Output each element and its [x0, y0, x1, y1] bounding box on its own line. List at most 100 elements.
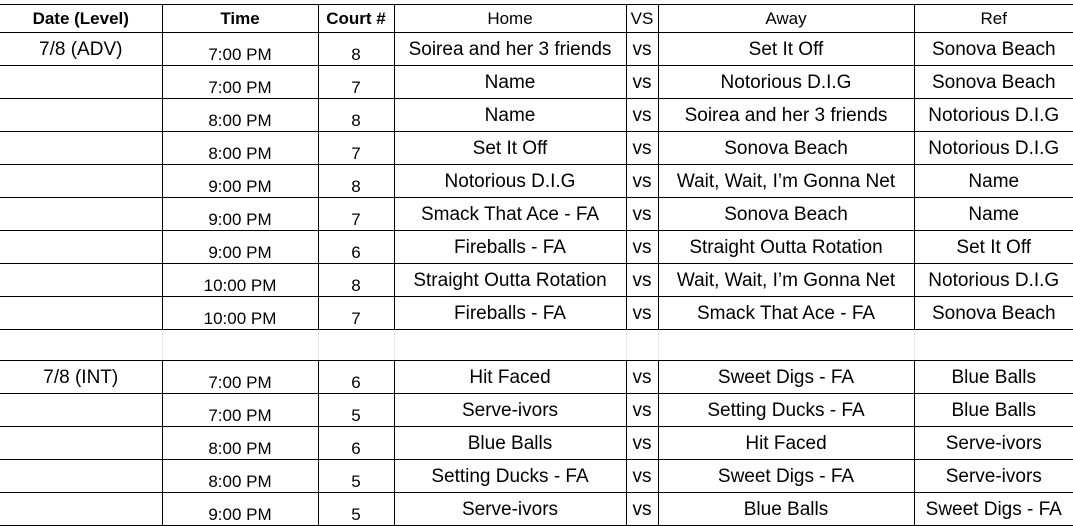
vs-cell: vs [626, 393, 659, 427]
time-cell: 9:00 PM [162, 197, 319, 231]
ref-team-cell: Name [914, 164, 1073, 198]
vs-cell: vs [626, 263, 659, 297]
court-cell: 7 [318, 296, 395, 330]
date-level-cell: 7/8 (INT) [0, 360, 163, 394]
time-cell: 8:00 PM [162, 131, 319, 165]
vs-cell: vs [626, 131, 659, 165]
home-team-cell: Name [394, 65, 627, 99]
header-vs: VS [626, 4, 659, 33]
date-level-cell [0, 393, 163, 427]
court-cell: 8 [318, 263, 395, 297]
court-cell: 6 [318, 360, 395, 394]
away-team-cell: Blue Balls [658, 492, 915, 526]
home-team-cell: Serve-ivors [394, 393, 627, 427]
date-level-cell [0, 98, 163, 132]
ref-team-cell: Notorious D.I.G [914, 131, 1073, 165]
vs-cell: vs [626, 426, 659, 460]
court-cell: 6 [318, 426, 395, 460]
spacer-cell [658, 329, 915, 361]
home-team-cell: Serve-ivors [394, 492, 627, 526]
spacer-cell [914, 329, 1073, 361]
away-team-cell: Hit Faced [658, 426, 915, 460]
date-level-cell [0, 492, 163, 526]
ref-team-cell: Serve-ivors [914, 459, 1073, 493]
header-row: Date (Level) Time Court # Home VS Away R… [0, 4, 1073, 33]
ref-team-cell: Name [914, 197, 1073, 231]
ref-team-cell: Sonova Beach [914, 296, 1073, 330]
section-spacer-row [0, 329, 1073, 361]
home-team-cell: Hit Faced [394, 360, 627, 394]
court-cell: 5 [318, 459, 395, 493]
home-team-cell: Set It Off [394, 131, 627, 165]
date-level-cell [0, 296, 163, 330]
away-team-cell: Wait, Wait, I’m Gonna Net [658, 263, 915, 297]
vs-cell: vs [626, 32, 659, 66]
spacer-cell [0, 329, 163, 361]
home-team-cell: Fireballs - FA [394, 296, 627, 330]
court-cell: 7 [318, 197, 395, 231]
ref-team-cell: Notorious D.I.G [914, 98, 1073, 132]
spacer-cell [318, 329, 395, 361]
time-cell: 7:00 PM [162, 360, 319, 394]
ref-team-cell: Notorious D.I.G [914, 263, 1073, 297]
home-team-cell: Blue Balls [394, 426, 627, 460]
home-team-cell: Straight Outta Rotation [394, 263, 627, 297]
header-date: Date (Level) [0, 4, 163, 33]
header-time: Time [162, 4, 319, 33]
date-level-cell [0, 426, 163, 460]
time-cell: 9:00 PM [162, 492, 319, 526]
date-level-cell [0, 131, 163, 165]
home-team-cell: Smack That Ace - FA [394, 197, 627, 231]
time-cell: 7:00 PM [162, 65, 319, 99]
home-team-cell: Name [394, 98, 627, 132]
away-team-cell: Sweet Digs - FA [658, 360, 915, 394]
header-away: Away [658, 4, 915, 33]
vs-cell: vs [626, 360, 659, 394]
time-cell: 9:00 PM [162, 230, 319, 264]
ref-team-cell: Blue Balls [914, 393, 1073, 427]
court-cell: 7 [318, 131, 395, 165]
away-team-cell: Sonova Beach [658, 197, 915, 231]
date-level-cell: 7/8 (ADV) [0, 32, 163, 66]
court-cell: 6 [318, 230, 395, 264]
spacer-cell [394, 329, 627, 361]
ref-team-cell: Sonova Beach [914, 65, 1073, 99]
time-cell: 7:00 PM [162, 393, 319, 427]
schedule-table: Date (Level) Time Court # Home VS Away R… [0, 4, 1073, 526]
date-level-cell [0, 164, 163, 198]
header-home: Home [394, 4, 627, 33]
court-cell: 8 [318, 32, 395, 66]
spacer-cell [626, 329, 659, 361]
away-team-cell: Sweet Digs - FA [658, 459, 915, 493]
time-cell: 9:00 PM [162, 164, 319, 198]
date-level-cell [0, 197, 163, 231]
time-cell: 8:00 PM [162, 426, 319, 460]
header-court: Court # [318, 4, 395, 33]
date-level-cell [0, 230, 163, 264]
home-team-cell: Setting Ducks - FA [394, 459, 627, 493]
date-level-cell [0, 459, 163, 493]
time-cell: 8:00 PM [162, 459, 319, 493]
spacer-cell [162, 329, 319, 361]
ref-team-cell: Blue Balls [914, 360, 1073, 394]
vs-cell: vs [626, 164, 659, 198]
ref-team-cell: Serve-ivors [914, 426, 1073, 460]
court-cell: 8 [318, 164, 395, 198]
court-cell: 5 [318, 393, 395, 427]
header-ref: Ref [914, 4, 1073, 33]
vs-cell: vs [626, 230, 659, 264]
away-team-cell: Setting Ducks - FA [658, 393, 915, 427]
away-team-cell: Straight Outta Rotation [658, 230, 915, 264]
time-cell: 10:00 PM [162, 296, 319, 330]
